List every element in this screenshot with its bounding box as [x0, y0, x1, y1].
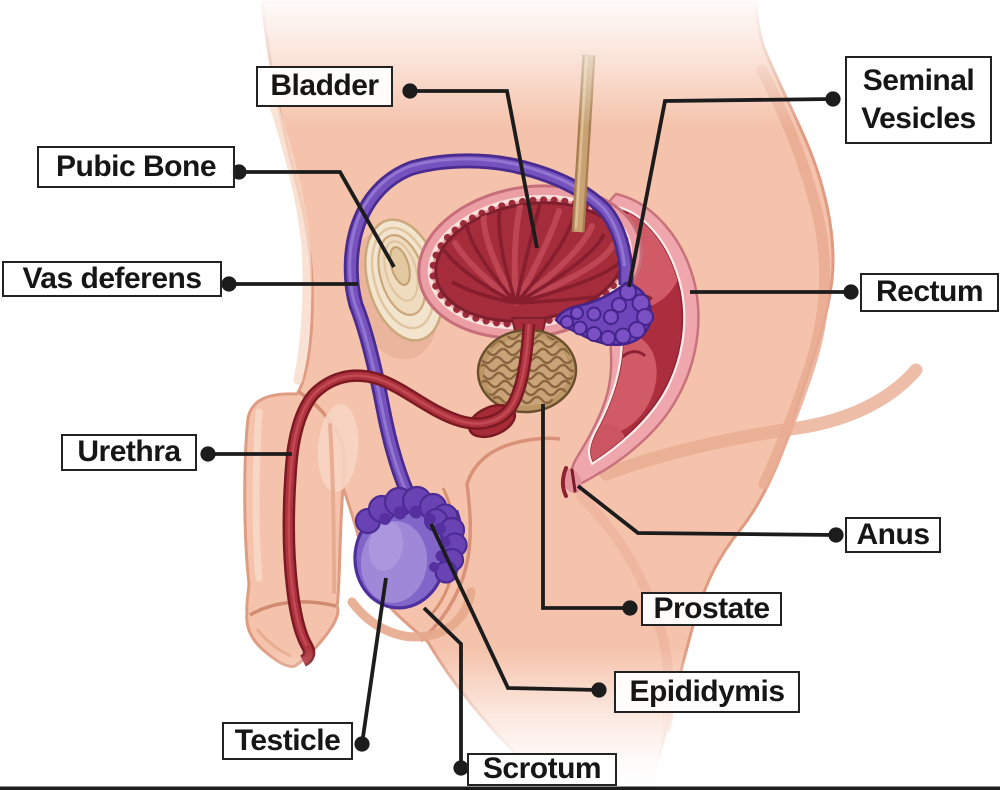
bottom-rule — [0, 786, 1000, 790]
leader-line-epididymis — [429, 523, 600, 692]
leader-dot-scrotum — [453, 760, 469, 776]
scrotum-shadow — [347, 587, 476, 642]
penis-shaft-highlight — [252, 408, 263, 582]
leader-dot-bladder — [402, 83, 418, 99]
leader-dot-anus — [828, 527, 844, 543]
vas-deferens-shape — [343, 153, 654, 507]
leader-dot-testicle — [354, 736, 370, 752]
seminal-vesicle — [554, 281, 654, 346]
leader-line-testicle — [360, 577, 388, 745]
leader-lines — [200, 83, 859, 776]
leader-line-seminal-vesicles — [627, 97, 834, 288]
top-fade — [0, 0, 1000, 128]
buttock-crease — [599, 363, 923, 481]
buttock-edge-shade — [756, 64, 831, 490]
leader-dot-vas-deferens — [221, 276, 237, 292]
groin-highlight — [317, 404, 359, 492]
testicle-sheen — [368, 521, 404, 571]
leader-line-anus — [576, 484, 837, 537]
pubic-bone-core — [389, 246, 411, 286]
perineum-crease — [419, 436, 561, 643]
pubic-bone-ring-4 — [383, 240, 419, 302]
urethra-shape — [282, 323, 536, 667]
leader-line-scrotum — [422, 606, 463, 768]
prostate-texture — [477, 331, 577, 405]
leader-dot-epididymis — [591, 682, 607, 698]
anus-fold — [561, 466, 568, 498]
leader-dot-pubic-bone — [231, 164, 247, 180]
leader-line-bladder — [410, 89, 539, 249]
leader-dot-rectum — [843, 284, 859, 300]
anus-center — [570, 468, 577, 493]
testicle-shape — [353, 504, 464, 610]
leader-line-pubic-bone — [239, 170, 396, 268]
leader-dot-seminal-vesicles — [825, 91, 841, 107]
urethra-center — [287, 323, 531, 647]
anus-mound — [562, 468, 582, 494]
penis-shaft-shadow — [328, 423, 336, 594]
leader-dot-prostate — [622, 600, 638, 616]
leader-line-prostate — [541, 404, 630, 610]
leader-dot-urethra — [200, 446, 216, 462]
bladder-folds — [442, 199, 626, 306]
abdomen-highlight — [267, 95, 312, 385]
